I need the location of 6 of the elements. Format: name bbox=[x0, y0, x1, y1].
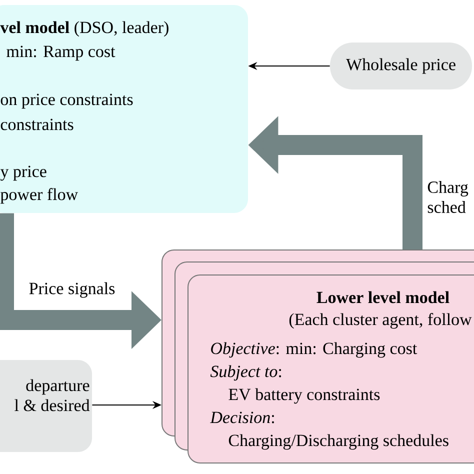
edge-label: Charg sched bbox=[426, 180, 474, 214]
input-pill: Wholesale price bbox=[330, 42, 472, 90]
input-box: departure l & desired bbox=[0, 360, 92, 452]
model-box: Lower level model (Each cluster agent, follow Objective: min: Charging cost Subject to: EV battery constraints Decision: Charging/Discharging schedules bbox=[188, 274, 474, 464]
edge-label: Price signals bbox=[28, 281, 116, 299]
model-box: vel model (DSO, leader) min: Ramp cost on price constraints constraints y price power flow bbox=[0, 5, 248, 213]
